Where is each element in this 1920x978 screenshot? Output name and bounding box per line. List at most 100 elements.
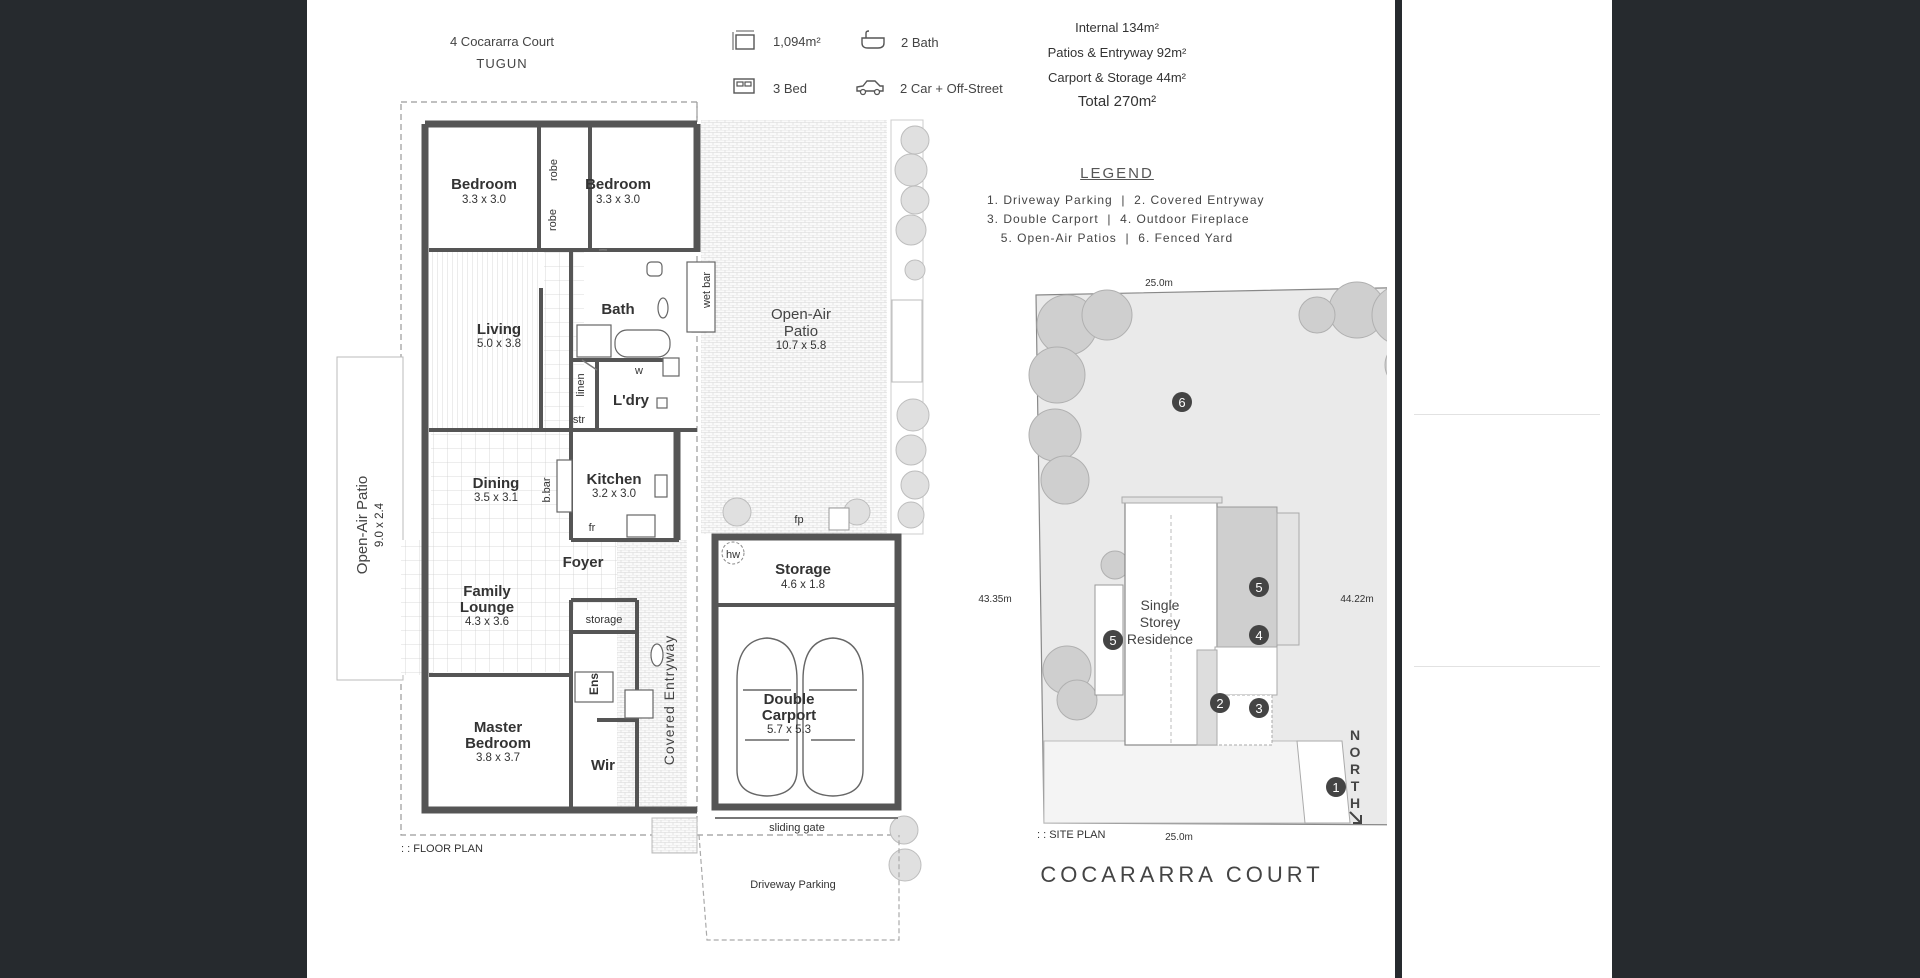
- north-letter-n: N: [1350, 727, 1360, 743]
- ensuite-label: Ens: [587, 673, 601, 695]
- car-count: 2 Car + Off-Street: [900, 81, 1003, 96]
- master-dimensions: 3.8 x 3.7: [476, 752, 520, 764]
- marker-2-group: 2: [1210, 693, 1230, 713]
- carport-dimensions: 5.7 x 5.3: [767, 724, 811, 736]
- living-label: Living: [477, 321, 521, 338]
- land-area-value: 1,094m²: [773, 34, 821, 49]
- bedroom2-dimensions: 3.3 x 3.0: [596, 194, 640, 206]
- marker-3: 3: [1255, 701, 1262, 716]
- marker-4: 4: [1255, 628, 1262, 643]
- carport-label1: Double: [764, 691, 815, 708]
- floor-plan-caption: : : FLOOR PLAN: [401, 843, 483, 855]
- hot-water-label: hw: [726, 549, 740, 561]
- bbar-label: b.bar: [541, 477, 553, 502]
- bath-label: Bath: [601, 301, 634, 318]
- side-panel-divider-top: [1414, 414, 1600, 415]
- bed-count: 3 Bed: [773, 81, 807, 96]
- bedroom1-label: Bedroom: [451, 176, 517, 193]
- bedroom1-dimensions: 3.3 x 3.0: [462, 194, 506, 206]
- side-patio-label: Open-Air Patio: [354, 476, 371, 574]
- residence-label3: Residence: [1127, 631, 1193, 647]
- marker-2: 2: [1216, 696, 1223, 711]
- w-label: w: [634, 365, 643, 377]
- floor-plan-drawing: Bedroom 3.3 x 3.0 Bedroom 3.3 x 3.0 robe…: [336, 101, 930, 941]
- marker-1: 1: [1332, 780, 1339, 795]
- wet-bar-label: wet bar: [701, 272, 713, 309]
- north-indicator: N O R T H: [1349, 727, 1362, 824]
- bedroom2-label: Bedroom: [585, 176, 651, 193]
- legend-title: LEGEND: [1080, 165, 1154, 182]
- site-left-dimension: 43.35m: [978, 594, 1011, 605]
- site-plan-markers: 2 3 4 5 5 6 Single Storey Residence 25.0…: [978, 278, 1373, 843]
- open-patio-label1: Open-Air: [771, 306, 831, 323]
- north-arrow-icon: [1349, 811, 1362, 824]
- legend-line2: 3. Double Carport | 4. Outdoor Fireplace: [987, 212, 1250, 226]
- residence-label1: Single: [1141, 597, 1180, 613]
- sliding-gate-label: sliding gate: [769, 822, 825, 834]
- site-plan-drawing: 1: [1028, 281, 1387, 826]
- fridge-label: fr: [589, 522, 596, 534]
- site-plan-caption: : : SITE PLAN: [1037, 829, 1106, 841]
- open-patio-label2: Patio: [784, 323, 818, 340]
- robe2-label: robe: [547, 209, 559, 231]
- marker-5a: 5: [1255, 580, 1262, 595]
- site-right-dimension: 44.22m: [1340, 594, 1373, 605]
- floor-plan-sheet: 4 Cocararra Court TUGUN 1,094m² 2 Bath 3…: [307, 0, 1395, 978]
- carport-area: Carport & Storage 44m²: [1047, 70, 1186, 85]
- fireplace-label: fp: [794, 514, 803, 526]
- bath-icon: [861, 30, 885, 49]
- laundry-label: L'dry: [613, 392, 650, 409]
- car-icon: [856, 80, 884, 96]
- foyer-label: Foyer: [563, 554, 604, 571]
- north-letter-t: T: [1351, 778, 1360, 794]
- patios-area: Patios & Entryway 92m²: [1047, 45, 1187, 60]
- str-label: str: [573, 414, 586, 426]
- storage-small-label: storage: [586, 614, 623, 626]
- wir-label: Wir: [591, 757, 615, 774]
- master-label1: Master: [474, 719, 523, 736]
- storage-dimensions: 4.6 x 1.8: [781, 579, 825, 591]
- family-label1: Family: [463, 583, 511, 600]
- address-line1: 4 Cocararra Court: [449, 34, 555, 49]
- side-patio-dimensions: 9.0 x 2.4: [374, 502, 386, 547]
- kitchen-dimensions: 3.2 x 3.0: [592, 488, 636, 500]
- site-bottom-dimension: 25.0m: [1165, 832, 1193, 843]
- legend-line3: 5. Open-Air Patios | 6. Fenced Yard: [1000, 231, 1234, 245]
- open-patio-dimensions: 10.7 x 5.8: [776, 340, 827, 352]
- carport-label2: Carport: [762, 707, 816, 724]
- side-panel-divider-bottom: [1414, 666, 1600, 667]
- bed-icon: [733, 78, 755, 94]
- site-top-dimension: 25.0m: [1145, 278, 1173, 289]
- north-letter-r: R: [1350, 761, 1360, 777]
- robe1-label: robe: [548, 159, 560, 181]
- marker-6-group: 6: [1172, 392, 1192, 412]
- marker-5b-group: 5: [1103, 630, 1123, 650]
- side-panel: [1402, 0, 1612, 978]
- marker-5b: 5: [1109, 633, 1116, 648]
- marker-4-group: 4: [1249, 625, 1269, 645]
- family-dimensions: 4.3 x 3.6: [465, 616, 509, 628]
- family-label2: Lounge: [460, 599, 514, 616]
- marker-5a-group: 5: [1249, 577, 1269, 597]
- marker-6: 6: [1178, 395, 1185, 410]
- master-label2: Bedroom: [465, 735, 531, 752]
- marker-3-group: 3: [1249, 698, 1269, 718]
- site-markers: 1: [1326, 777, 1346, 797]
- dining-dimensions: 3.5 x 3.1: [474, 492, 518, 504]
- residence-label2: Storey: [1140, 614, 1180, 630]
- covered-entryway-label: Covered Entryway: [661, 635, 677, 765]
- street-name: COCARARRA COURT: [1040, 862, 1324, 887]
- legend-line1: 1. Driveway Parking | 2. Covered Entrywa…: [987, 193, 1265, 207]
- dining-label: Dining: [473, 475, 520, 492]
- driveway-parking-label: Driveway Parking: [750, 879, 836, 891]
- linen-label: linen: [575, 373, 587, 396]
- land-area-icon: [732, 30, 755, 50]
- address-line2: TUGUN: [476, 56, 528, 71]
- north-letter-o: O: [1350, 744, 1361, 760]
- internal-area: Internal 134m²: [1075, 20, 1159, 35]
- total-area: Total 270m²: [1077, 93, 1157, 110]
- bath-count: 2 Bath: [901, 35, 939, 50]
- storage-label: Storage: [775, 561, 831, 578]
- north-letter-h: H: [1350, 795, 1360, 811]
- kitchen-label: Kitchen: [586, 471, 641, 488]
